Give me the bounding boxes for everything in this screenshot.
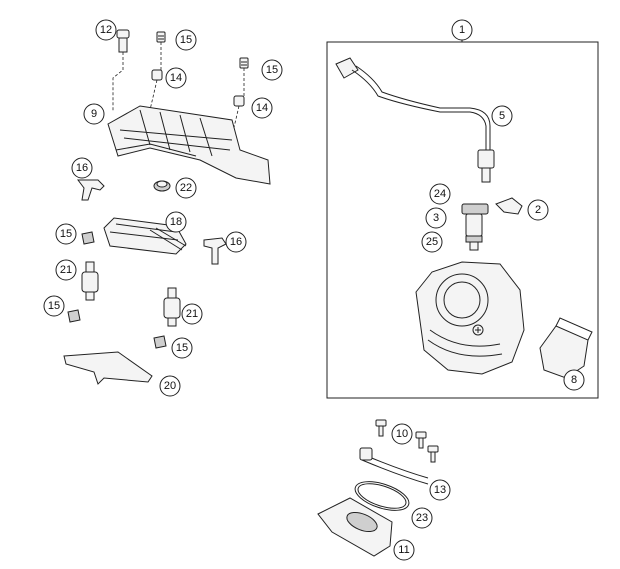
bracket-part-16-lower (203, 237, 227, 265)
callout-18: 18 (165, 211, 187, 233)
svg-text:15: 15 (60, 228, 72, 240)
callout-16-b: 16 (225, 231, 247, 253)
callout-15-a: 15 (175, 29, 197, 51)
callout-10: 10 (391, 423, 413, 445)
svg-text:16: 16 (230, 236, 242, 248)
svg-text:20: 20 (164, 380, 176, 392)
svg-text:12: 12 (100, 24, 112, 36)
svg-text:25: 25 (426, 236, 438, 248)
nut-part-15-c (153, 335, 167, 349)
svg-text:23: 23 (416, 512, 428, 524)
screws-part-10 (375, 419, 439, 463)
svg-text:22: 22 (180, 182, 192, 194)
callout-14-a: 14 (165, 67, 187, 89)
callout-14-b: 14 (251, 97, 273, 119)
fuel-hose-part-5 (335, 57, 495, 183)
callout-5: 5 (491, 105, 513, 127)
svg-text:2: 2 (535, 204, 541, 216)
svg-text:8: 8 (571, 374, 577, 386)
callout-12: 12 (95, 19, 117, 41)
hose-clamp-part-13 (359, 447, 429, 485)
callout-15-d: 15 (43, 295, 65, 317)
callouts: 1 12 15 14 15 14 9 16 22 18 15 16 21 15 … (43, 19, 585, 561)
callout-2: 2 (527, 199, 549, 221)
control-unit-part-18 (103, 217, 187, 255)
callout-11: 11 (393, 539, 415, 561)
nut-part-15-a (81, 231, 95, 245)
svg-text:21: 21 (60, 264, 72, 276)
nut-part-15-b (67, 309, 81, 323)
callout-23: 23 (411, 507, 433, 529)
throttle-body-part-1 (415, 261, 525, 375)
rubber-mount-part-21-right (163, 287, 181, 327)
spacer-part-14-right (233, 95, 245, 107)
clip-part-2 (495, 197, 523, 215)
bracket-part-20 (63, 351, 153, 385)
injector-part-3 (461, 203, 489, 251)
svg-text:15: 15 (176, 342, 188, 354)
svg-text:10: 10 (396, 428, 408, 440)
callout-8: 8 (563, 369, 585, 391)
bracket-part-16-upper (77, 179, 105, 201)
svg-text:16: 16 (76, 162, 88, 174)
callout-1: 1 (451, 19, 473, 41)
callout-21-b: 21 (181, 303, 203, 325)
callout-15-c: 15 (55, 223, 77, 245)
screw-part-15-top-right (239, 57, 249, 69)
svg-text:5: 5 (499, 110, 505, 122)
svg-text:9: 9 (91, 108, 97, 120)
bolt-part-12 (116, 29, 130, 53)
callout-9: 9 (83, 103, 105, 125)
svg-text:15: 15 (180, 34, 192, 46)
svg-text:11: 11 (398, 544, 409, 556)
callout-25: 25 (421, 231, 443, 253)
callout-15-e: 15 (171, 337, 193, 359)
svg-text:14: 14 (170, 72, 182, 84)
sensor-part-8 (539, 317, 593, 379)
callout-22: 22 (175, 177, 197, 199)
grommet-part-22 (153, 180, 171, 192)
callout-24: 24 (429, 183, 451, 205)
o-ring-part-23 (354, 481, 410, 511)
svg-text:18: 18 (170, 216, 182, 228)
screw-part-15-top-left (156, 31, 166, 43)
callout-3: 3 (425, 207, 447, 229)
callout-21-a: 21 (55, 259, 77, 281)
callout-20: 20 (159, 375, 181, 397)
intake-flange-part-11 (317, 497, 393, 557)
svg-text:1: 1 (459, 24, 465, 36)
cover-bracket-part-9 (107, 105, 271, 185)
rubber-mount-part-21-left (81, 261, 99, 301)
svg-text:13: 13 (434, 484, 446, 496)
callout-15-b: 15 (261, 59, 283, 81)
svg-text:24: 24 (434, 188, 446, 200)
spacer-part-14-left (151, 69, 163, 81)
svg-text:15: 15 (48, 300, 60, 312)
svg-text:15: 15 (266, 64, 278, 76)
svg-text:21: 21 (186, 308, 198, 320)
svg-text:3: 3 (433, 212, 439, 224)
svg-text:14: 14 (256, 102, 268, 114)
callout-13: 13 (429, 479, 451, 501)
callout-16-a: 16 (71, 157, 93, 179)
